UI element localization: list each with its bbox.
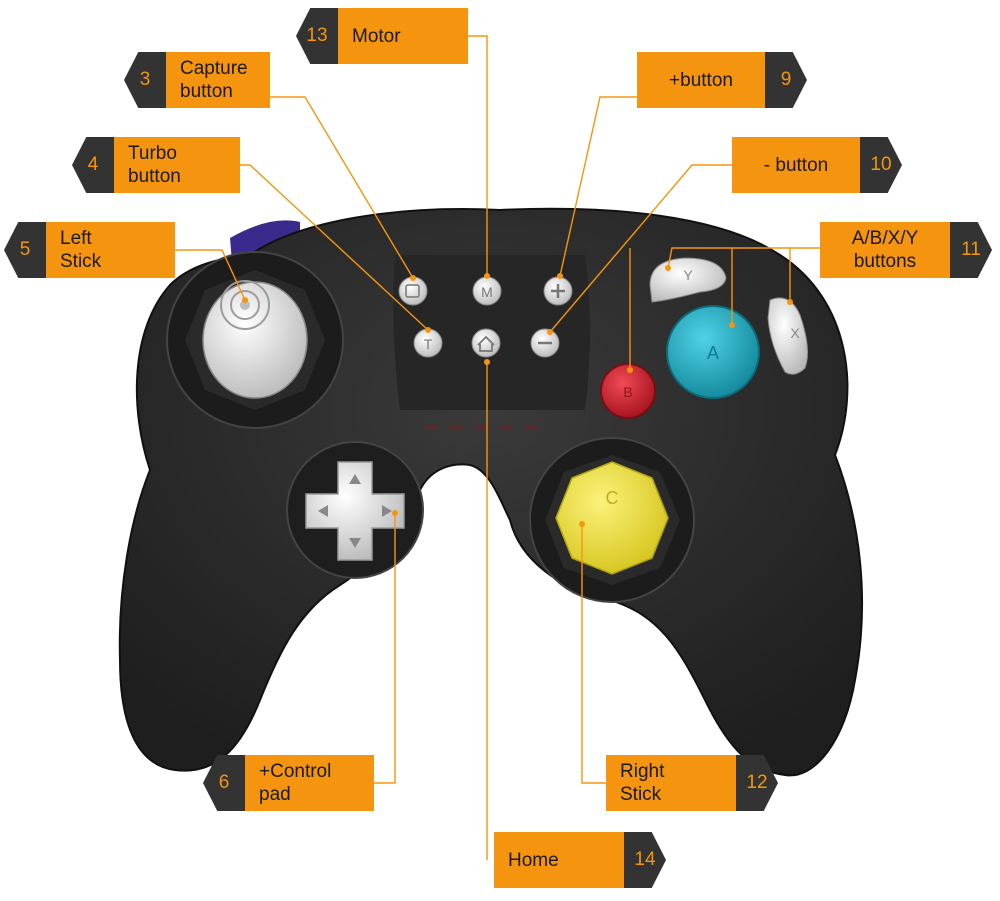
- home-button[interactable]: [471, 328, 501, 358]
- callout-turbo-button: 4 Turbo button: [72, 137, 240, 193]
- dpad[interactable]: [305, 461, 405, 561]
- callout-number: 14: [624, 832, 666, 888]
- minus-button[interactable]: [530, 328, 560, 358]
- callout-abxy-buttons: A/B/X/Y buttons 11: [820, 222, 996, 278]
- callout-label: Motor: [338, 8, 468, 64]
- a-button[interactable]: A: [666, 305, 760, 399]
- b-button[interactable]: B: [600, 363, 656, 419]
- y-button-letter: Y: [683, 267, 693, 283]
- left-stick-ring-inner: [230, 290, 260, 320]
- x-button[interactable]: X: [767, 297, 809, 375]
- dpad-up-arrow-icon: [349, 474, 361, 484]
- plus-button[interactable]: [543, 276, 573, 306]
- leader-dots: [242, 265, 793, 527]
- callout-label: Right Stick: [606, 755, 736, 811]
- left-stick-dot: [240, 300, 250, 310]
- callout-label: - button: [732, 137, 860, 193]
- callout-label: Capture button: [166, 52, 270, 108]
- motor-button-letter: M: [481, 284, 493, 300]
- callout-number: 4: [72, 137, 114, 193]
- right-stick-cap[interactable]: [555, 461, 669, 575]
- home-icon: [477, 335, 495, 352]
- callout-label: +button: [637, 52, 765, 108]
- callout-label: +Control pad: [245, 755, 374, 811]
- a-button-letter: A: [707, 343, 719, 363]
- callout-number: 11: [950, 222, 992, 278]
- leader-lines: [175, 35, 820, 860]
- callout-left-stick: 5 Left Stick: [4, 222, 175, 278]
- turbo-button-letter: T: [424, 336, 433, 352]
- led-strip: [425, 425, 537, 430]
- callout-number: 13: [296, 8, 338, 64]
- callout-number: 12: [736, 755, 778, 811]
- dpad-left-arrow-icon: [318, 505, 328, 517]
- callout-number: 9: [765, 52, 807, 108]
- capture-button[interactable]: [398, 276, 428, 306]
- left-stick-ring: [220, 280, 270, 330]
- c-stick-letter: C: [606, 488, 619, 508]
- callout-control-pad: 6 +Control pad: [203, 755, 374, 811]
- dpad-down-arrow-icon: [349, 538, 361, 548]
- motor-button[interactable]: M: [472, 276, 502, 306]
- callout-number: 3: [124, 52, 166, 108]
- callout-label: Left Stick: [46, 222, 175, 278]
- dpad-right-arrow-icon: [382, 505, 392, 517]
- callout-number: 5: [4, 222, 46, 278]
- callout-right-stick: Right Stick 12: [606, 755, 778, 811]
- callout-capture-button: 3 Capture button: [124, 52, 270, 108]
- callout-home: Home 14: [494, 832, 666, 888]
- callout-motor: 13 Motor: [296, 8, 468, 64]
- callout-number: 10: [860, 137, 902, 193]
- b-button-letter: B: [623, 384, 632, 400]
- turbo-button[interactable]: T: [413, 328, 443, 358]
- callout-label: A/B/X/Y buttons: [820, 222, 950, 278]
- callout-label: Turbo button: [114, 137, 240, 193]
- left-stick-cap[interactable]: [202, 281, 308, 399]
- callout-number: 6: [203, 755, 245, 811]
- callout-plus-button: +button 9: [637, 52, 807, 108]
- callout-label: Home: [494, 832, 624, 888]
- x-button-letter: X: [790, 325, 800, 341]
- callout-minus-button: - button 10: [732, 137, 902, 193]
